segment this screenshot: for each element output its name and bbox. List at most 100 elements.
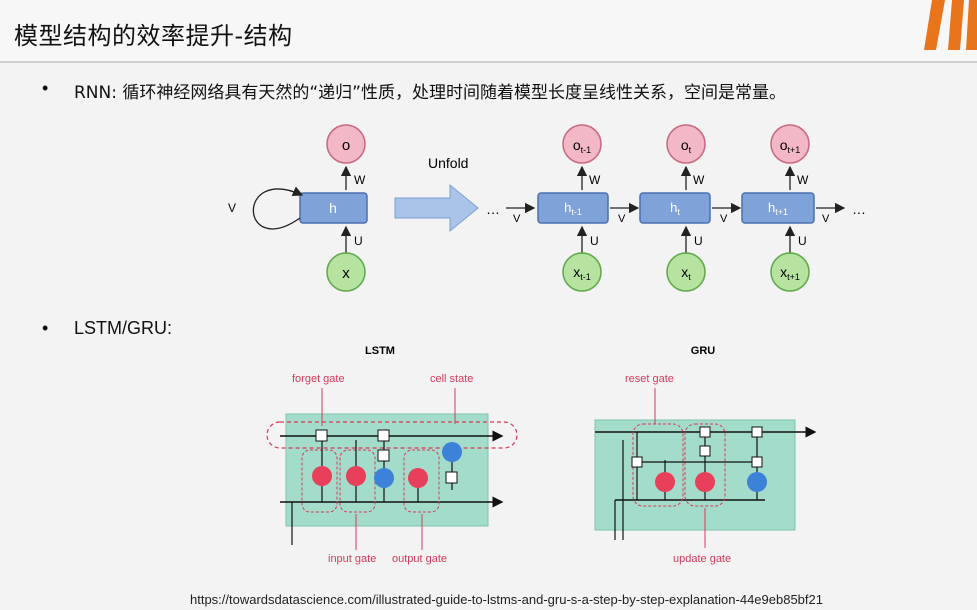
- sigmoid-icon: [312, 466, 332, 486]
- hidden-node-subscript: t: [677, 207, 680, 217]
- weight-v-label: V: [228, 201, 236, 215]
- bullet-lstm-gru-text: LSTM/GRU:: [74, 318, 173, 338]
- hidden-node-label: h: [329, 200, 337, 216]
- svg-text:xt: xt: [681, 264, 691, 282]
- update-gate-label: update gate: [673, 553, 731, 565]
- cell-state-label: cell state: [430, 373, 473, 385]
- input-node-label: x: [681, 264, 688, 280]
- add-op: [751, 426, 763, 438]
- svg-text:ht+1: ht+1: [768, 200, 788, 217]
- input-node-subscript: t-1: [580, 272, 591, 282]
- hidden-node-t+1: [741, 192, 815, 224]
- source-url[interactable]: https://towardsdatascience.com/illustrat…: [190, 592, 823, 607]
- input-node: [326, 252, 366, 292]
- sigmoid-icon: [655, 472, 675, 492]
- weight-v-label: V: [720, 213, 728, 225]
- weight-v-label: V: [822, 213, 830, 225]
- multiply-op: [445, 471, 458, 484]
- hidden-node-subscript: t+1: [775, 207, 788, 217]
- output-node-t-1: [562, 124, 602, 164]
- hidden-node: [299, 192, 368, 224]
- slide-title: 模型结构的效率提升-结构: [14, 22, 293, 50]
- input-node-t-1: [562, 252, 602, 292]
- reset-gate-highlight: [632, 423, 684, 507]
- svg-text:xt-1: xt-1: [573, 264, 591, 282]
- output-node-label: o: [342, 137, 350, 154]
- hidden-node-subscript: t-1: [571, 207, 582, 217]
- lstm-title: LSTM: [365, 345, 395, 357]
- weight-w-label: W: [589, 173, 601, 187]
- input-node-label: x: [780, 264, 787, 280]
- gru-title: GRU: [691, 345, 716, 357]
- sigmoid-icon: [408, 468, 428, 488]
- output-gate-label: output gate: [392, 553, 447, 565]
- output-node-label: o: [780, 137, 788, 153]
- tanh-icon: [442, 442, 462, 462]
- hidden-node-t: [639, 192, 711, 224]
- multiply-op: [315, 429, 328, 442]
- sigmoid-icon: [346, 466, 366, 486]
- multiply-op: [699, 426, 711, 438]
- output-node-t: [666, 124, 706, 164]
- ellipsis-left: …: [486, 201, 500, 217]
- tanh-icon: [374, 468, 394, 488]
- output-node-label: o: [573, 137, 581, 153]
- header-divider: [0, 61, 977, 63]
- ellipsis-right: …: [852, 201, 866, 217]
- svg-text:xt+1: xt+1: [780, 264, 800, 282]
- gru-cell: [594, 419, 796, 531]
- multiply-op: [377, 449, 390, 462]
- bullet-rnn-text: RNN: 循环神经网络具有天然的“递归”性质，处理时间随着模型长度呈线性关系，空…: [74, 83, 786, 103]
- output-node-subscript: t-1: [581, 145, 592, 155]
- output-node-label: o: [681, 137, 689, 153]
- weight-w-label: W: [354, 173, 366, 187]
- multiply-op: [751, 456, 763, 468]
- weight-w-label: W: [693, 173, 705, 187]
- svg-text:ot+1: ot+1: [780, 137, 801, 155]
- svg-text:ht-1: ht-1: [564, 200, 582, 217]
- brand-logo: [924, 0, 977, 50]
- hidden-node-label: h: [768, 200, 775, 215]
- unfold-label: Unfold: [428, 155, 468, 171]
- svg-text:ot-1: ot-1: [573, 137, 591, 155]
- input-node-label: x: [573, 264, 580, 280]
- gru-diagram: GRU reset gate update gate: [594, 345, 817, 565]
- output-node-subscript: t: [689, 145, 692, 155]
- unfold-arrow: [394, 183, 479, 233]
- slide-header: 模型结构的效率提升-结构: [0, 0, 977, 63]
- weight-u-label: U: [354, 234, 363, 248]
- input-gate-label: input gate: [328, 553, 376, 565]
- hidden-node-t-1: [537, 192, 609, 224]
- bullet-marker: •: [42, 318, 49, 338]
- svg-text:ht: ht: [670, 200, 680, 217]
- update-gate-highlight: [684, 423, 726, 507]
- output-node: [326, 124, 366, 164]
- input-node-subscript: t: [688, 272, 691, 282]
- input-node-label: x: [342, 265, 350, 282]
- weight-v-label: V: [618, 213, 626, 225]
- multiply-op: [631, 456, 643, 468]
- weight-u-label: U: [798, 234, 807, 248]
- forget-gate-label: forget gate: [292, 373, 345, 385]
- hidden-node-label: h: [564, 200, 571, 215]
- svg-text:ot: ot: [681, 137, 692, 155]
- weight-u-label: U: [590, 234, 599, 248]
- input-node-subscript: t+1: [787, 272, 800, 282]
- reset-gate-label: reset gate: [625, 373, 674, 385]
- lstm-diagram: LSTM forget gate cell state input gate o…: [266, 345, 518, 565]
- output-node-subscript: t+1: [788, 145, 801, 155]
- rnn-diagram: o W h U x V Unfold … V ot-1 W ht-1 U xt-…: [228, 124, 866, 292]
- cell-state-highlight: [266, 421, 518, 449]
- input-node-t: [666, 252, 706, 292]
- weight-v-label: V: [513, 213, 521, 225]
- bullet-marker: •: [42, 78, 49, 98]
- sigmoid-icon: [695, 472, 715, 492]
- add-op: [377, 429, 390, 442]
- weight-u-label: U: [694, 234, 703, 248]
- weight-w-label: W: [797, 173, 809, 187]
- one-minus-op: [699, 445, 711, 457]
- hidden-node-label: h: [670, 200, 677, 215]
- output-node-t+1: [770, 124, 810, 164]
- input-node-t+1: [770, 252, 810, 292]
- tanh-icon: [747, 472, 767, 492]
